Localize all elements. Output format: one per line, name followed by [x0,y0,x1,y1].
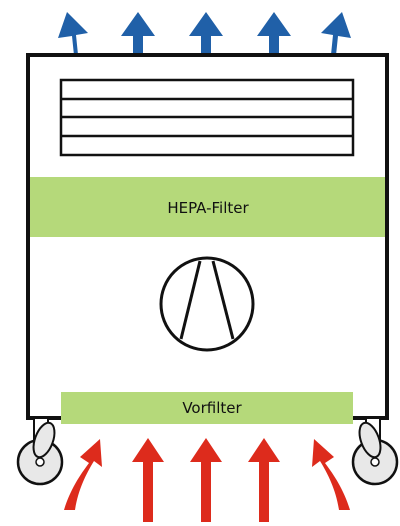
hepa-filter-band [30,177,385,237]
hepa-filter-label: HEPA-Filter [167,199,249,217]
outlet-grille [59,78,355,157]
pre-filter-label: Vorfilter [182,399,242,417]
inlet-arrow-left-curved-icon [64,439,102,510]
left-caster-wheel-icon [16,417,64,486]
fan-icon [159,256,255,352]
pre-filter-band [61,392,353,424]
inlet-arrows [64,438,350,522]
inlet-arrow-right-curved-icon [312,439,350,510]
inlet-arrow-2-icon [190,438,222,522]
outlet-arrow-1-icon [58,12,88,94]
inlet-arrow-1-icon [132,438,164,522]
inlet-arrow-3-icon [248,438,280,522]
right-caster-wheel-icon [351,417,399,486]
